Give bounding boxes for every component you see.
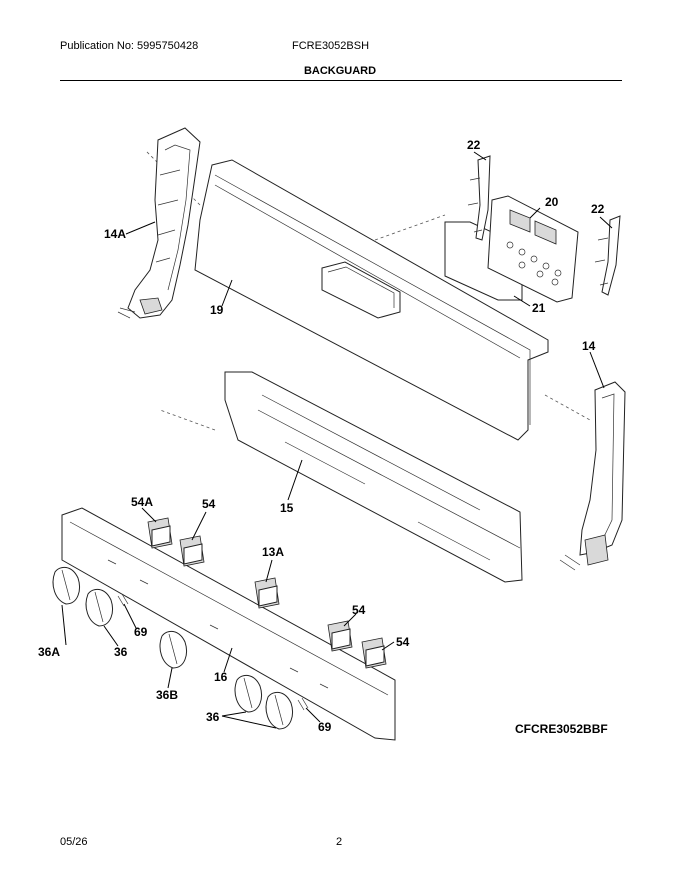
knob-36-right xyxy=(265,691,293,730)
leader-lines xyxy=(61,151,613,729)
callout-36b: 36B xyxy=(156,688,178,702)
callout-54-bottom: 54 xyxy=(396,635,410,649)
control-board xyxy=(487,195,579,303)
callout-20: 20 xyxy=(545,195,559,209)
knob-36b xyxy=(159,630,187,669)
knob-36-mid xyxy=(234,674,262,713)
infinite-switch-54a xyxy=(147,517,173,549)
lower-panel xyxy=(224,371,523,583)
diagram-code: CFCRE3052BBF xyxy=(515,722,608,736)
callout-labels: 14A 19 22 20 22 21 14 15 54A 54 13A 69 3… xyxy=(38,138,605,734)
switch-13a xyxy=(254,577,280,609)
callout-15: 15 xyxy=(280,501,294,515)
left-end-bracket xyxy=(117,127,201,319)
section-title: BACKGUARD xyxy=(303,65,377,77)
infinite-switch-54-mid xyxy=(327,620,353,652)
knob-36-left xyxy=(85,588,113,627)
callout-22-right: 22 xyxy=(591,202,605,216)
callout-14: 14 xyxy=(582,339,596,353)
backguard-panel xyxy=(194,159,549,441)
model-number: FCRE3052BSH xyxy=(292,40,370,52)
board-bracket-right xyxy=(594,215,621,296)
callout-69-right: 69 xyxy=(318,720,332,734)
callout-54-mid: 54 xyxy=(352,603,366,617)
right-end-bracket xyxy=(559,381,626,571)
screws-69-right xyxy=(297,697,309,711)
callout-54a: 54A xyxy=(131,495,153,509)
header-rule xyxy=(60,80,622,81)
publication-number: Publication No: 5995750428 xyxy=(60,40,199,52)
infinite-switch-54-top xyxy=(179,535,205,567)
board-bracket-left xyxy=(467,155,491,241)
callout-69-left: 69 xyxy=(134,625,148,639)
footer-date: 05/26 xyxy=(60,836,88,848)
callout-21: 21 xyxy=(532,301,546,315)
callout-36-bottom: 36 xyxy=(206,710,220,724)
callout-22-top: 22 xyxy=(467,138,481,152)
callout-13a: 13A xyxy=(262,545,284,559)
callout-54-top: 54 xyxy=(202,497,216,511)
callout-36a: 36A xyxy=(38,645,60,659)
infinite-switch-54-bottom xyxy=(361,637,387,669)
page-number: 2 xyxy=(336,836,343,848)
screws-69-left xyxy=(117,593,129,607)
callout-19: 19 xyxy=(210,303,224,317)
knob-36a xyxy=(52,566,80,605)
callout-36-left: 36 xyxy=(114,645,128,659)
callout-16: 16 xyxy=(214,670,228,684)
control-panel xyxy=(61,507,396,741)
callout-14a: 14A xyxy=(104,227,126,241)
